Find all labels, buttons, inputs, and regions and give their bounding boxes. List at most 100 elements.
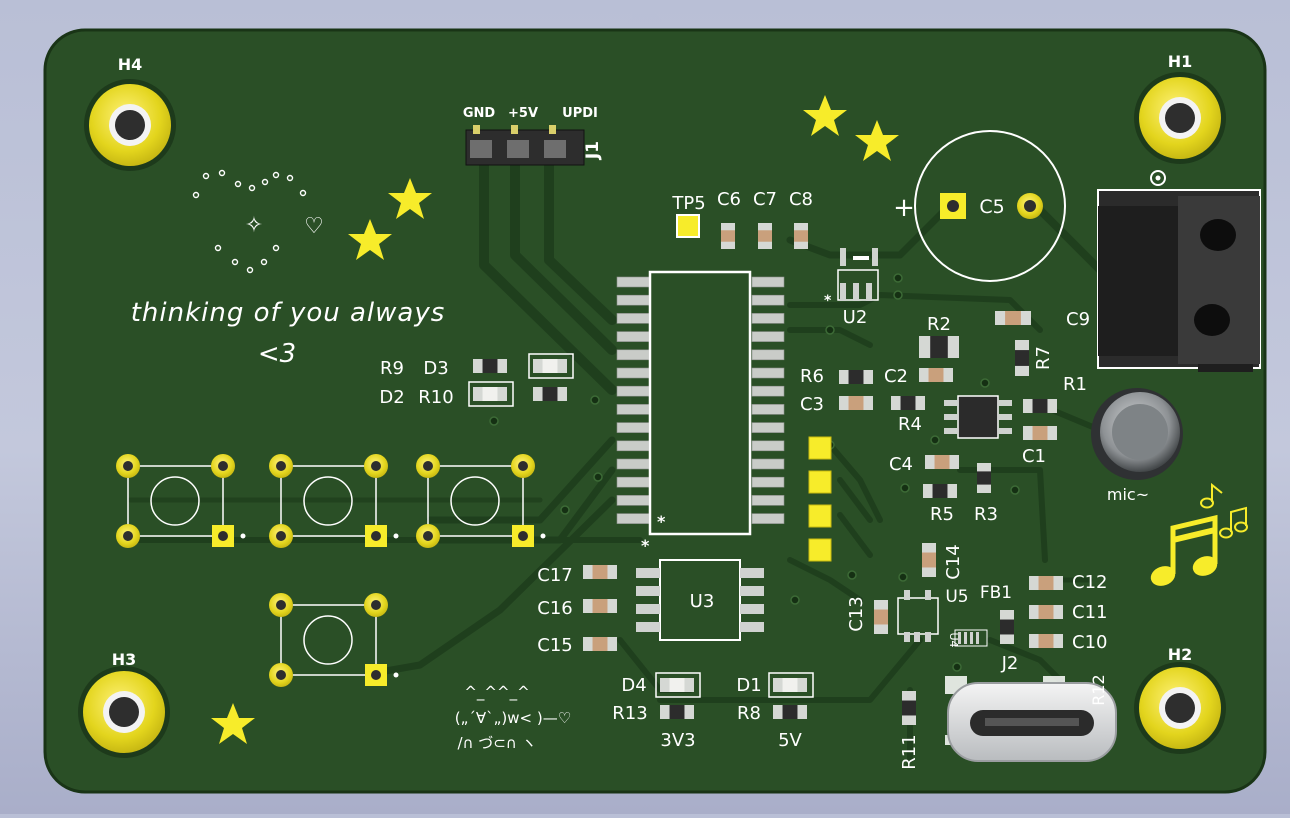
- led-outline: [468, 381, 514, 407]
- smd-part: [919, 368, 953, 382]
- smd-part: [874, 600, 888, 634]
- kaomoji-art: ^_^^_^ („ˊ∀ˋ„)w< )—♡ /∩ づ⊂∩ ヽ: [455, 683, 571, 752]
- ic-pin: [616, 476, 650, 488]
- pin1-dot: [240, 533, 246, 539]
- ic-pin: [616, 367, 650, 379]
- c4-label: C4: [889, 454, 913, 475]
- terminal: [583, 637, 593, 651]
- drill-hole: [371, 600, 381, 610]
- u2-pin1-marker: *: [824, 293, 832, 309]
- terminal: [1000, 610, 1014, 620]
- smd-part: [533, 359, 567, 373]
- smd-part: [977, 463, 991, 493]
- music-notes-icon: [1150, 482, 1248, 586]
- ic-pin: [616, 495, 650, 506]
- terminal: [1053, 634, 1063, 648]
- drill-hole: [371, 670, 381, 680]
- terminal: [797, 705, 807, 719]
- terminal: [977, 463, 991, 472]
- terminal: [943, 368, 953, 382]
- u5-label: U5: [945, 587, 968, 607]
- r12-label: R12: [1089, 674, 1108, 705]
- drill-hole: [371, 531, 381, 541]
- right-pin-row: [751, 276, 785, 524]
- smd-part: [1000, 610, 1014, 644]
- c14-label: C14: [943, 544, 964, 579]
- vias: [489, 273, 1115, 715]
- mic-label: mic~: [1107, 485, 1149, 504]
- ref-labels: C9 R2 R7 R1 R6 C2 C3 R4 C1 C4 R5 R3 C14 …: [379, 309, 1107, 770]
- drill-hole: [276, 461, 286, 471]
- drill-hole: [276, 600, 286, 610]
- ic-u3: U3: [636, 559, 764, 641]
- r11-label: R11: [899, 734, 920, 769]
- pin1-marker: *: [657, 512, 666, 531]
- r2-label: R2: [927, 314, 951, 335]
- d1-label: D1: [736, 675, 761, 696]
- smd-part: [758, 223, 772, 249]
- terminal: [902, 691, 916, 701]
- smd-part: [839, 396, 873, 410]
- smd-part: [1015, 340, 1029, 376]
- smd-part: [925, 455, 959, 469]
- terminal: [473, 359, 483, 373]
- terminal: [758, 223, 772, 231]
- terminal: [1000, 634, 1014, 644]
- c9-label: C9: [1066, 309, 1090, 330]
- smd-part: [473, 359, 507, 373]
- terminal: [660, 705, 670, 719]
- audio-jack: [1097, 170, 1261, 372]
- kaomoji-line-1: ^_^^_^: [464, 683, 529, 702]
- drill-hole: [276, 670, 286, 680]
- terminal: [583, 565, 593, 579]
- smd-part: [1029, 634, 1063, 648]
- c1-label: C1: [1022, 446, 1046, 467]
- sparkle-icon: ✧: [245, 213, 263, 238]
- mounting-hole-h3: H3: [78, 650, 170, 758]
- terminal: [1015, 340, 1029, 351]
- star-icon: [211, 703, 255, 744]
- u4-label: U4: [947, 632, 960, 647]
- terminal: [794, 241, 808, 249]
- smd-part: [773, 678, 807, 692]
- r6-label: R6: [800, 366, 824, 387]
- ic-pin: [616, 404, 650, 415]
- kaomoji-line-3: /∩ づ⊂∩ ヽ: [457, 734, 536, 752]
- drill-hole: [123, 531, 133, 541]
- terminal: [684, 678, 694, 692]
- terminal: [557, 387, 567, 401]
- terminal: [863, 370, 873, 384]
- terminal: [794, 223, 808, 231]
- terminal: [839, 396, 849, 410]
- terminal: [949, 455, 959, 469]
- ic-pin: [616, 385, 650, 397]
- r13-label: R13: [612, 703, 647, 724]
- terminal: [1020, 311, 1031, 325]
- terminal: [1047, 426, 1057, 440]
- ic-pin: [616, 331, 650, 342]
- star-icon: [855, 120, 899, 161]
- terminal: [839, 370, 849, 384]
- r10-label: R10: [418, 387, 453, 408]
- r1-label: R1: [1063, 374, 1087, 395]
- ic-u5: U5: [897, 587, 969, 642]
- j1-pin-updi-label: UPDI: [562, 106, 598, 121]
- switch-outline: [127, 465, 224, 537]
- ic-pin: [616, 313, 650, 324]
- c7-label: C7: [753, 189, 777, 210]
- ic-pin: [616, 513, 650, 524]
- microphone: mic~: [1091, 388, 1183, 504]
- smd-part: [583, 565, 617, 579]
- pin1-dot: [393, 672, 399, 678]
- star-icons: [211, 95, 899, 744]
- smd-part: [1029, 605, 1063, 619]
- copper-traces: [127, 155, 1104, 763]
- drill-hole: [518, 461, 528, 471]
- terminal: [758, 241, 772, 249]
- terminal: [1015, 365, 1029, 376]
- drill-hole: [423, 461, 433, 471]
- ic-pin: [751, 385, 785, 397]
- terminal: [1029, 634, 1039, 648]
